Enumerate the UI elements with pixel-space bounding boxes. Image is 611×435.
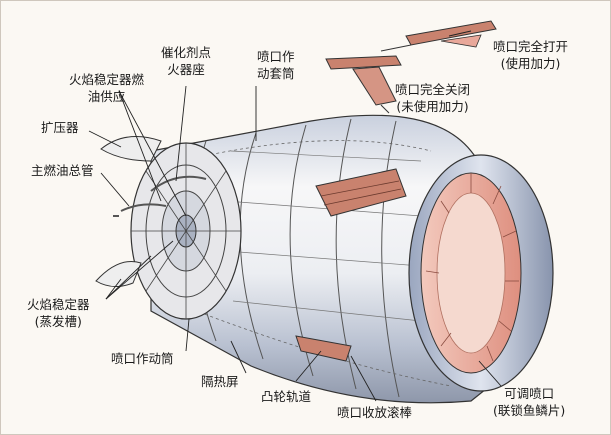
diffuser-cone [100,136,162,162]
label-nozzle-fully-open: 喷口完全打开 (使用加力) [493,38,568,72]
label-line: 油供应 [87,89,126,104]
vaporizer-fin [95,261,142,287]
label-catalyst-igniter-seat: 催化剂点 火器座 [161,44,211,78]
label-line: (使用加力) [500,56,561,71]
inset-closed [325,55,402,114]
label-heat-shield: 隔热屏 [201,374,239,389]
label-nozzle-actuator-cylinder: 喷口作动筒 [111,351,174,366]
label-line: 火焰稳定器燃 [69,72,145,87]
leader-lines [88,30,502,402]
nozzle-exit [408,154,554,392]
actuator-bracket [315,168,407,217]
label-variable-nozzle: 可调喷口 (联锁鱼鳞片) [493,385,565,419]
label-line: 喷口作 [257,49,295,64]
label-nozzle-actuator-sleeve: 喷口作 动套筒 [257,48,295,82]
label-line: (未使用加力) [396,99,469,114]
cam-track-bracket [295,335,352,362]
label-line: 火焰稳定器 [27,297,90,312]
label-cam-track: 凸轮轨道 [261,389,312,404]
label-diffuser: 扩压器 [41,120,79,135]
label-line: 喷口完全关闭 [395,82,471,97]
label-line: 可调喷口 [504,386,555,401]
label-line: (蒸发槽) [34,314,82,329]
inset-open [380,20,497,52]
label-line: 催化剂点 [161,45,212,60]
label-line: 喷口完全打开 [493,39,569,54]
fuel-manifold [113,175,207,217]
label-line: 火器座 [167,62,205,77]
label-main-fuel-manifold: 主燃油总管 [31,163,94,178]
front-face [130,142,242,320]
label-nozzle-fully-closed: 喷口完全关闭 (未使用加力) [395,81,470,115]
label-line: 动套筒 [257,66,295,81]
label-nozzle-retract-roller: 喷口收放滚棒 [337,405,413,420]
label-flame-holder-vaporizer: 火焰稳定器 (蒸发槽) [27,296,90,330]
label-flame-holder-fuel-supply: 火焰稳定器燃 油供应 [69,71,144,105]
label-line: (联锁鱼鳞片) [493,403,566,418]
